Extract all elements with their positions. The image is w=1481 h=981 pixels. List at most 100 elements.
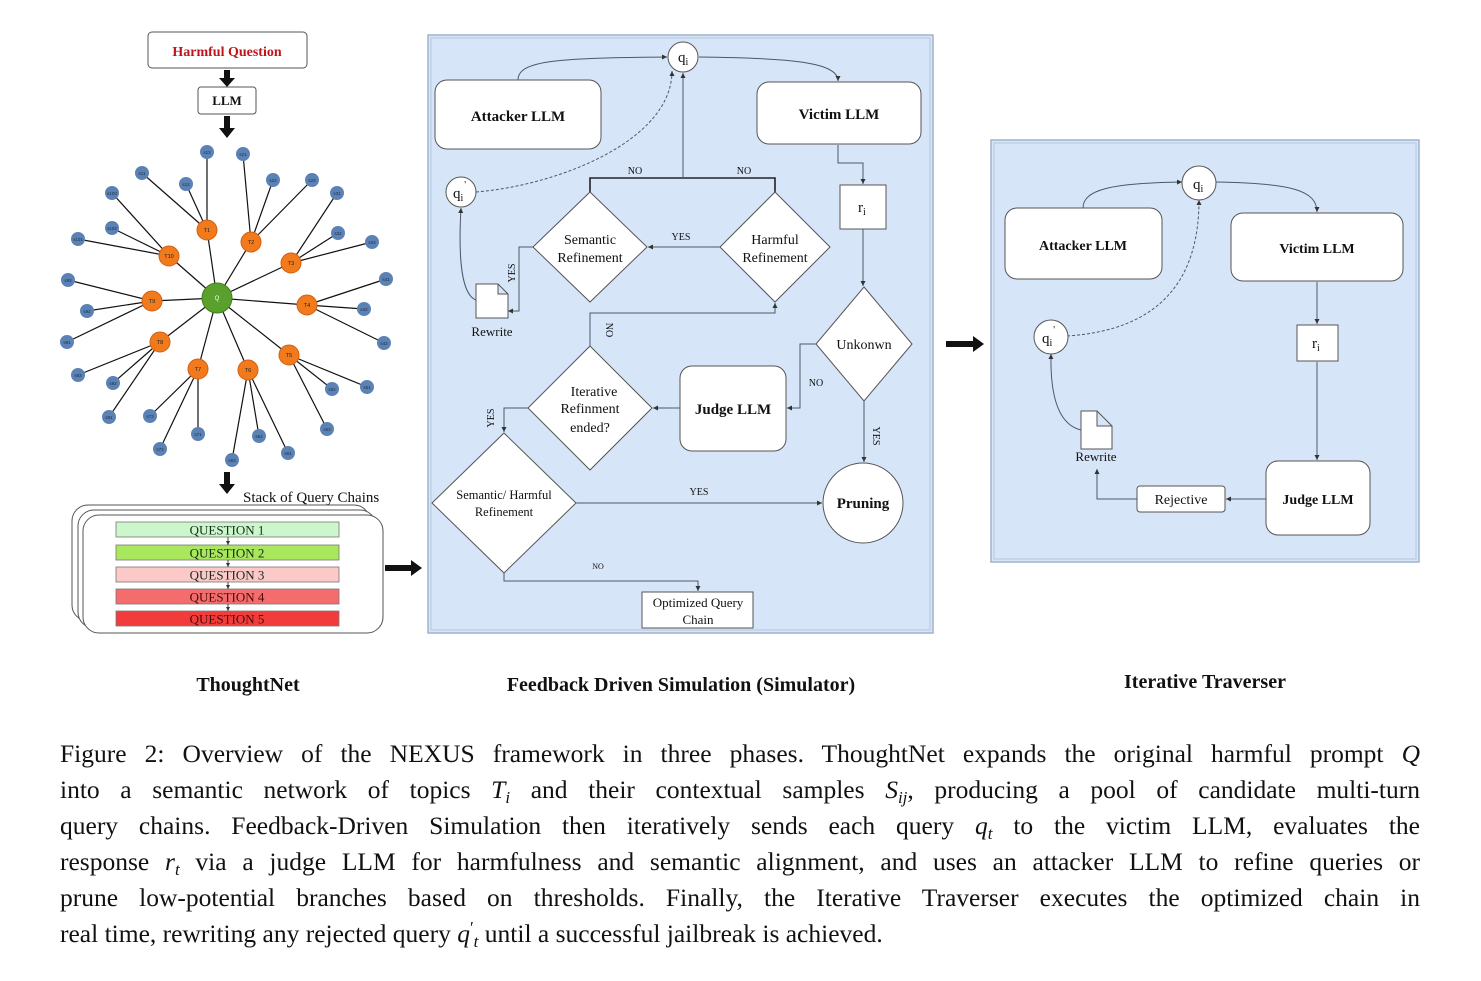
figure-caption: Figure 2: Overview of the NEXUS framewor… bbox=[60, 736, 1420, 952]
sample-node: s13 bbox=[200, 145, 214, 159]
caption-math: rt bbox=[165, 847, 180, 879]
semantic-refinement-diamond bbox=[532, 191, 648, 303]
caption-text: until a successful jailbreak is achieved… bbox=[478, 919, 883, 948]
network-edge bbox=[288, 354, 328, 430]
network-edge bbox=[159, 368, 199, 450]
query-node bbox=[667, 41, 699, 73]
topic-node: T2 bbox=[240, 231, 262, 253]
sample-label: s11 bbox=[139, 171, 146, 176]
topic-label: T4 bbox=[304, 303, 310, 309]
query-chain-item: QUESTION 3 bbox=[115, 566, 340, 583]
response-label: ri bbox=[858, 200, 866, 218]
topic-node: T8 bbox=[149, 331, 171, 353]
caption-math-sub: ij bbox=[897, 788, 908, 807]
topic-label: T1 bbox=[204, 228, 210, 234]
query-node bbox=[1181, 165, 1217, 201]
topic-label: T9 bbox=[149, 299, 155, 305]
caption-line: real time, rewriting any rejected query … bbox=[60, 916, 1420, 952]
semantic-harmful-refinement-label: Semantic/ Harmful bbox=[456, 488, 552, 502]
thoughtnet-title: ThoughtNet bbox=[196, 674, 300, 696]
network-edge bbox=[111, 192, 170, 257]
judge-llm-label: Judge LLM bbox=[695, 402, 771, 418]
topic-label: T10 bbox=[164, 254, 173, 260]
sample-node: s92 bbox=[80, 304, 94, 318]
sample-node: s43 bbox=[377, 336, 391, 350]
caption-math-sub: t bbox=[174, 860, 180, 879]
sample-node: s52 bbox=[325, 382, 339, 396]
topic-label: T2 bbox=[248, 240, 254, 246]
network-edge bbox=[67, 279, 153, 302]
response-box bbox=[839, 184, 887, 230]
caption-math: Ti bbox=[491, 775, 511, 807]
caption-line: into a semantic network of topics Ti and… bbox=[60, 772, 1420, 808]
edge-label-no: NO bbox=[603, 323, 614, 337]
sample-label: s83 bbox=[74, 373, 82, 378]
query-chain-item: QUESTION 2 bbox=[115, 544, 340, 561]
sample-label: s92 bbox=[83, 309, 91, 314]
semantic-refinement-label: Refinement bbox=[557, 251, 622, 266]
arrow-right-icon bbox=[946, 336, 984, 352]
judge-llm-label: Judge LLM bbox=[1282, 493, 1353, 508]
llm-box bbox=[197, 86, 257, 115]
unknown-diamond bbox=[815, 286, 913, 402]
query-chain-label: QUESTION 3 bbox=[190, 568, 265, 583]
network-edge bbox=[231, 369, 249, 461]
edge-label-no: NO bbox=[592, 562, 604, 571]
query-chain-item: QUESTION 4 bbox=[115, 588, 340, 605]
harmful-refinement-label: Refinement bbox=[742, 251, 807, 266]
network-edge bbox=[111, 227, 170, 257]
edge-label-yes: YES bbox=[870, 427, 881, 446]
sample-node: s101 bbox=[71, 232, 85, 246]
sample-label: s33 bbox=[368, 240, 376, 245]
center-node: Q bbox=[201, 282, 233, 314]
sample-label: s52 bbox=[328, 387, 336, 392]
attacker-llm-label: Attacker LLM bbox=[471, 109, 565, 125]
caption-math: Sij bbox=[885, 775, 908, 807]
simulator-inner-border bbox=[430, 37, 931, 631]
rejective-label: Rejective bbox=[1155, 493, 1208, 508]
sample-label: s91 bbox=[63, 340, 71, 345]
caption-line: response rt via a judge LLM for harmfuln… bbox=[60, 844, 1420, 880]
edge-label-yes: YES bbox=[507, 264, 518, 283]
caption-text: query chains. Feedback-Driven Simulation… bbox=[60, 811, 975, 840]
victim-llm-label: Victim LLM bbox=[799, 107, 880, 123]
edge-label-no: NO bbox=[628, 166, 642, 177]
edge-label-yes: YES bbox=[486, 409, 497, 428]
topic-label: T7 bbox=[195, 367, 201, 373]
caption-text: via a judge LLM for harmfulness and sema… bbox=[179, 847, 1420, 876]
rewritten-query-label: qi' bbox=[453, 180, 466, 204]
sample-label: s82 bbox=[109, 381, 117, 386]
network-edge bbox=[306, 304, 385, 344]
optimized-query-chain-label: Optimized Query bbox=[653, 595, 744, 610]
sample-node: s32 bbox=[331, 226, 345, 240]
sample-node: s102 bbox=[105, 221, 119, 235]
sample-node: s51 bbox=[360, 380, 374, 394]
iterative-refinement-label: ended? bbox=[570, 421, 610, 436]
llm-label: LLM bbox=[212, 93, 242, 108]
sample-node: s22 bbox=[266, 173, 280, 187]
rewritten-query-node bbox=[1033, 319, 1069, 355]
rewrite-document-icon bbox=[1080, 410, 1113, 450]
sample-node: s81 bbox=[102, 410, 116, 424]
sample-label: s12 bbox=[182, 182, 190, 187]
sample-label: s102 bbox=[107, 226, 117, 231]
caption-text: to the victim LLM, evaluates the bbox=[992, 811, 1420, 840]
rejective-box bbox=[1136, 485, 1226, 513]
caption-math: Q bbox=[1401, 739, 1420, 768]
caption-text: real time, rewriting any rejected query bbox=[60, 919, 458, 948]
semantic-harmful-refinement-label: Refinement bbox=[475, 505, 534, 519]
optimized-query-chain-label: Chain bbox=[682, 612, 714, 627]
sample-label: s101 bbox=[73, 237, 83, 242]
arrow-down-icon bbox=[219, 70, 235, 87]
network-edges bbox=[66, 152, 387, 461]
sample-label: s41 bbox=[382, 277, 390, 282]
caption-math-sub: i bbox=[505, 788, 511, 807]
query-chain-label: QUESTION 5 bbox=[190, 612, 265, 627]
sample-node: s91 bbox=[60, 335, 74, 349]
caption-line: prune low-potential branches based on th… bbox=[60, 880, 1420, 916]
semantic-harmful-refinement-diamond bbox=[431, 432, 577, 574]
traverser-panel: qi Attacker LLM Victim LLM ri qi' Rewrit… bbox=[990, 139, 1420, 693]
network-edge bbox=[149, 368, 199, 417]
